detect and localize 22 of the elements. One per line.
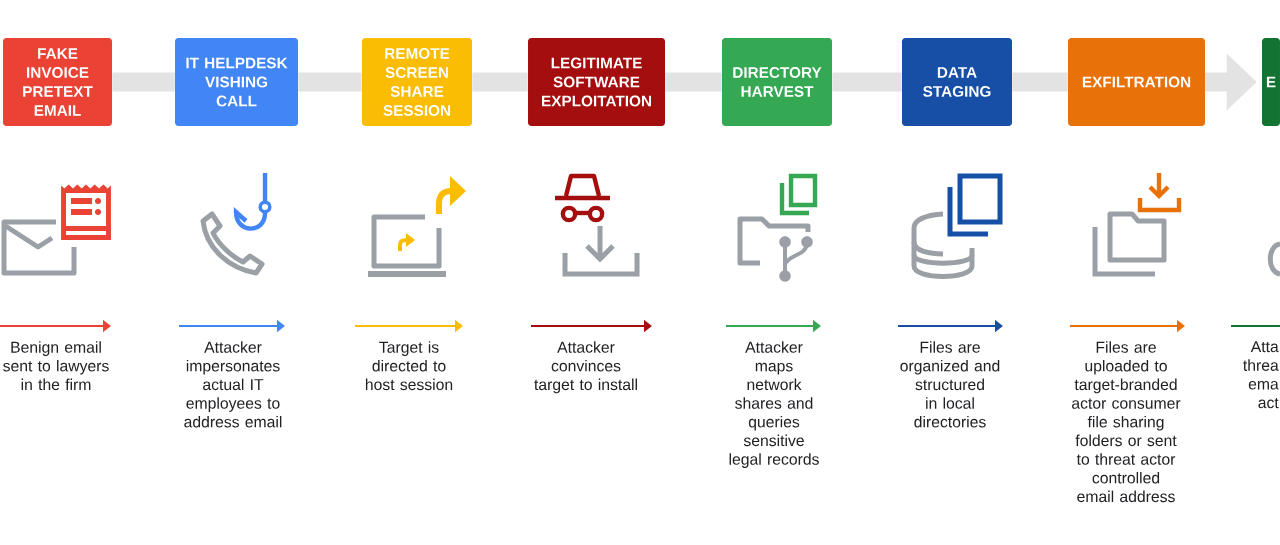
band-connector [665,72,722,92]
step-description: Attacker maps network shares and queries sensitive legal records [729,341,819,468]
step-box: FAKE INVOICE PRETEXT EMAIL [3,38,112,126]
step-box: EXFILTRATION [1068,38,1205,126]
step-description: Target is directed to host session [365,341,453,391]
band-connector [298,72,362,92]
step-description: Atta threa ema act [1243,341,1279,409]
step-box: LEGITIMATE SOFTWARE EXPLOITATION [528,38,665,126]
step-description: Files are uploaded to target-branded actor consumer file sharing folders or sent to threat actor controlled email address [1072,341,1181,503]
step-box: DIRECTORY HARVEST [722,38,832,126]
step-box: REMOTE SCREEN SHARE SESSION [362,38,472,126]
step-description: Attacker convinces target to install [534,341,637,394]
step-box: DATA STAGING [902,38,1012,126]
step-box: IT HELPDESK VISHING CALL [175,38,298,126]
step-description: Benign email sent to lawyers in the firm [3,341,109,391]
step-description: Attacker impersonates actual IT employees to address email [184,341,282,428]
band-connector [112,72,175,92]
step-description: Files are organized and structured in local directories [900,341,1000,428]
band-connector [472,72,528,92]
step-box: E [1262,38,1280,126]
band-connector [1012,72,1068,92]
band-connector [832,72,902,92]
